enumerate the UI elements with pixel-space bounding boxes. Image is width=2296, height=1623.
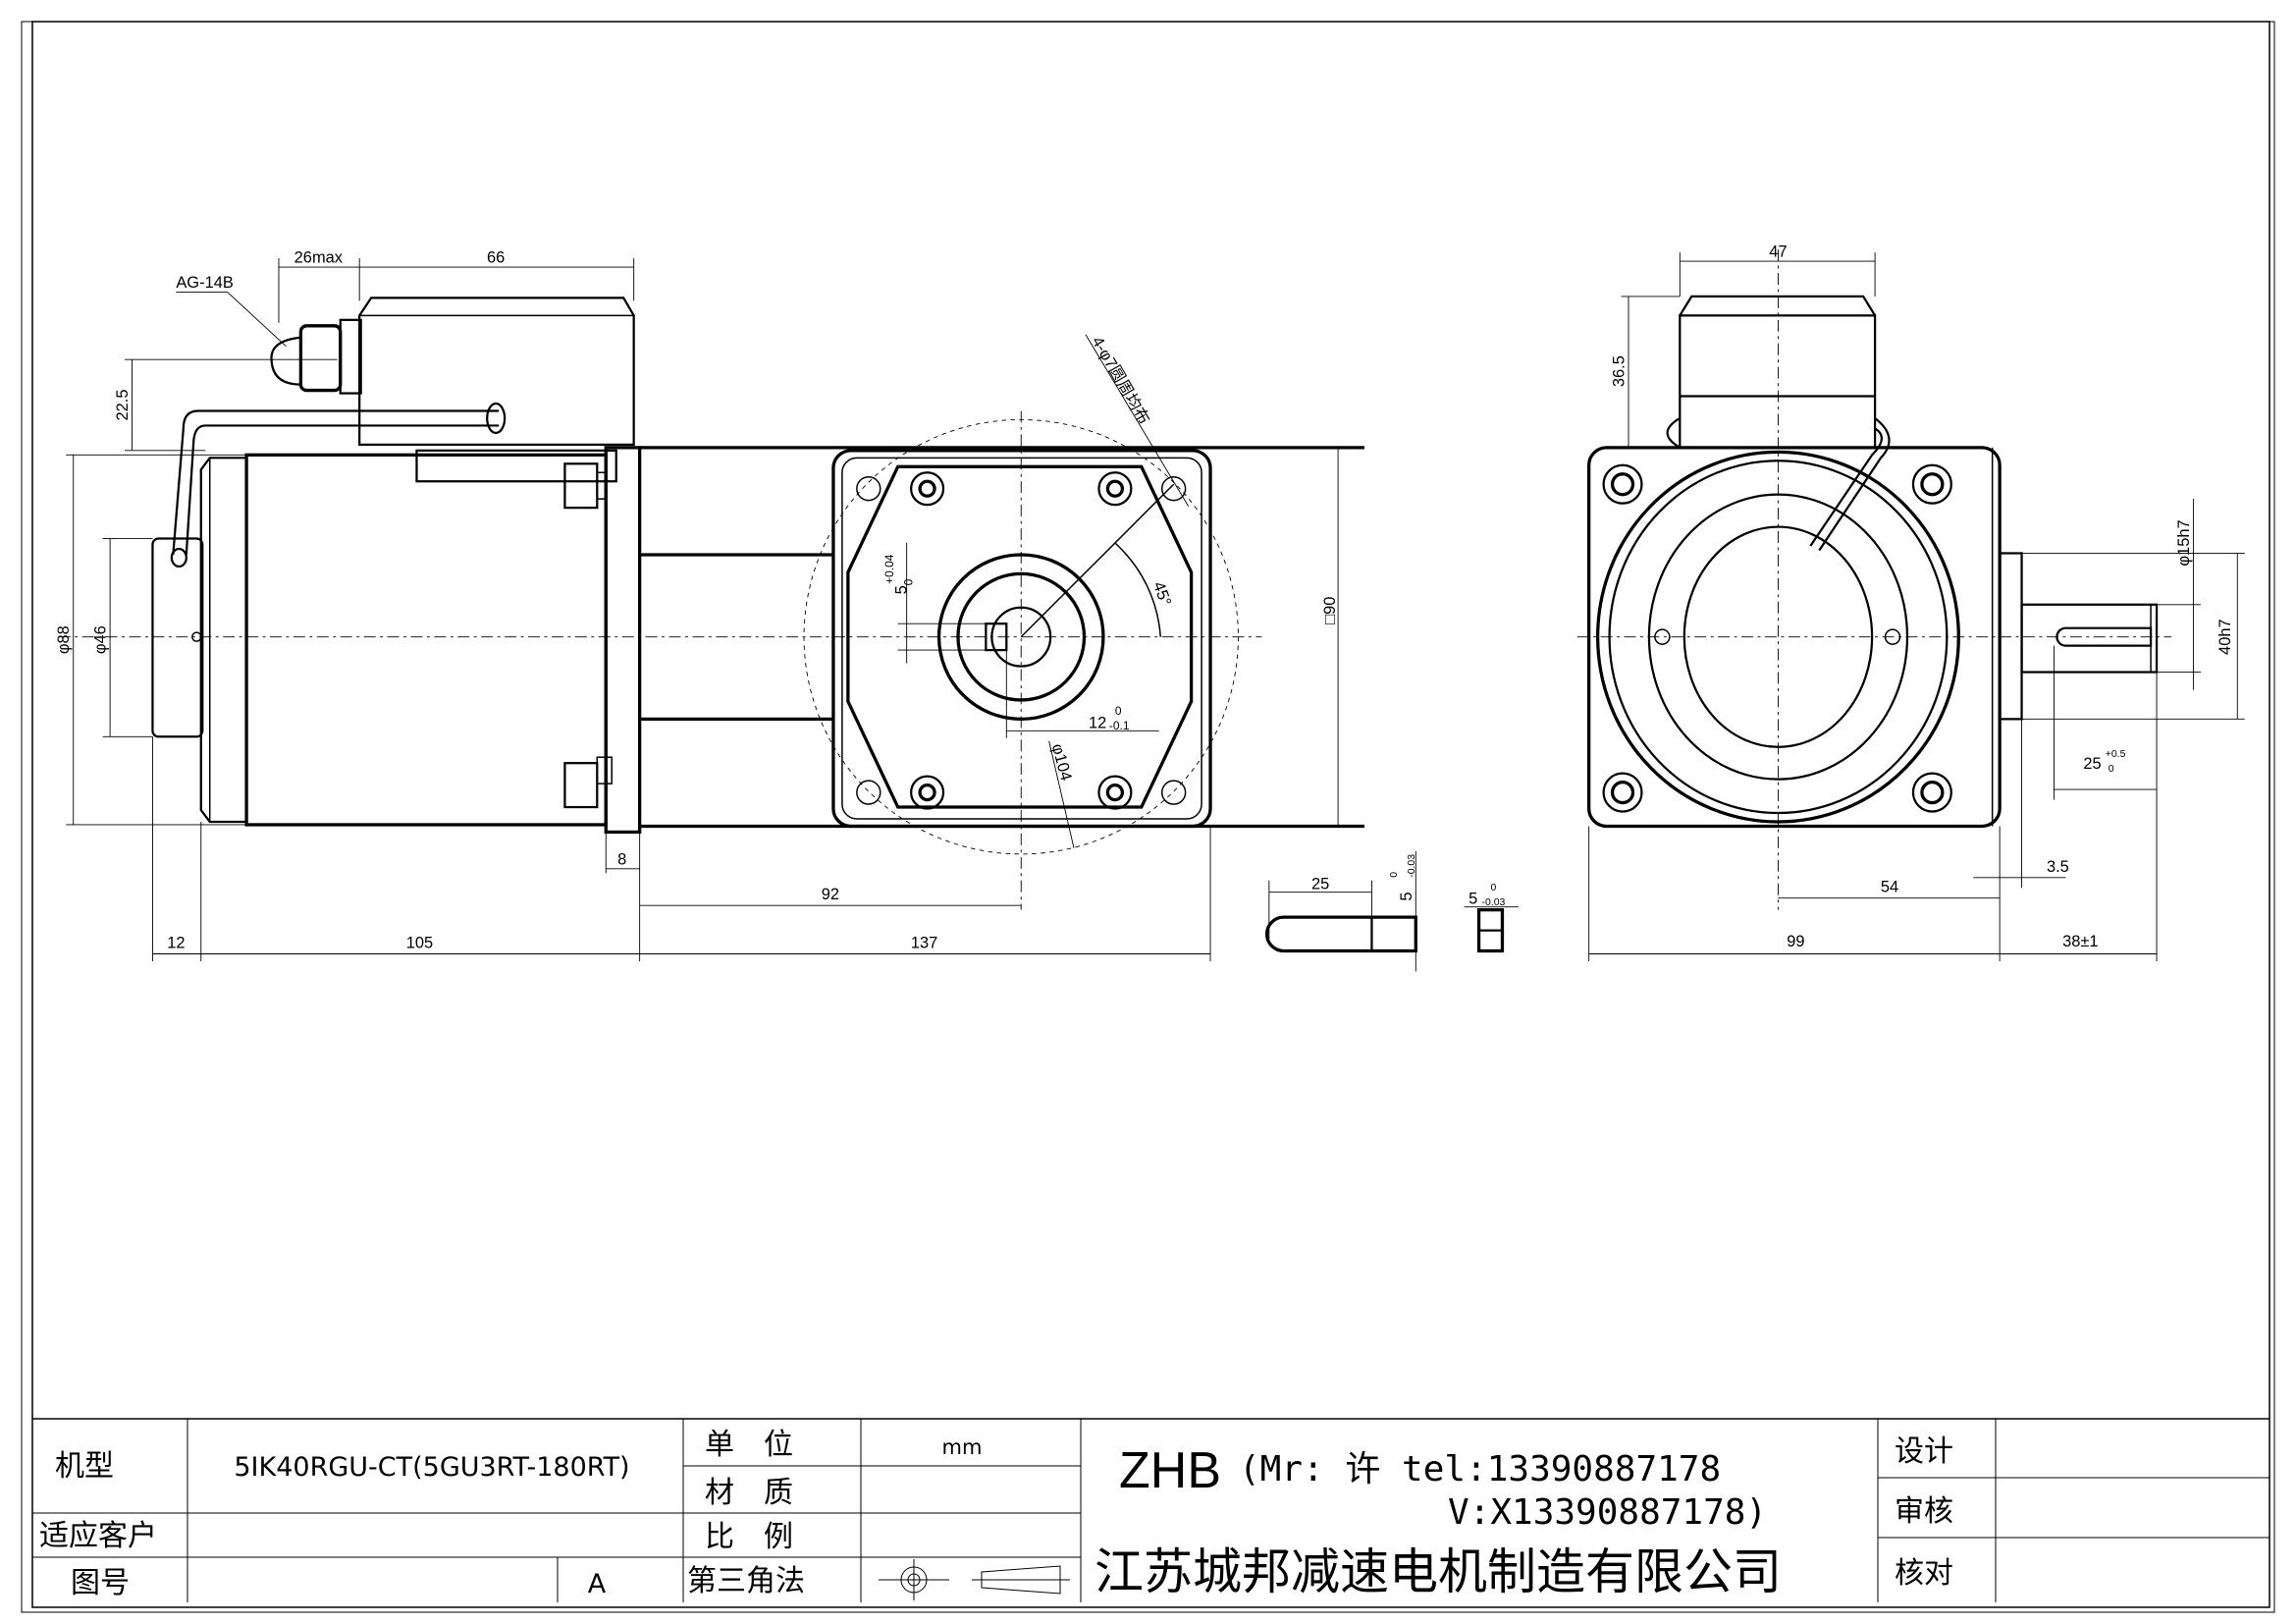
dim-pilot-length: 3.5 [2047,858,2069,876]
end-view [1576,249,2172,910]
dim-dia-88: φ88 [55,625,73,654]
unit-value: mm [942,1435,983,1459]
customer-label: 适应客户 [39,1519,157,1553]
revision: A [588,1569,607,1599]
scale-label: 比 例 [705,1520,793,1554]
dim-key-height: 5 [1398,893,1415,901]
gear-flange [604,446,642,835]
material-label: 材 质 [705,1476,793,1510]
screw [563,462,599,510]
drawing-frame [31,21,2270,1608]
tol: -0.03 [1482,897,1506,908]
end-cable [1818,417,1891,552]
gear-face [831,449,1212,829]
tol: 0 [1491,883,1497,893]
tol: 0 [902,578,916,585]
dim-dia-46: φ46 [92,625,110,654]
check-label: 核对 [1895,1556,1953,1591]
end-view-dimensions: 47 36.5 φ15h7 40h7 25 +0.5 0 3.5 54 [1588,243,2245,961]
dim-gear-length: 137 [911,935,937,952]
tol: +0.04 [882,554,896,584]
motor-body [244,453,608,827]
side-view-dimensions: 26max 66 AG-14B 22.5 φ88 φ46 8 92 [55,249,1348,961]
projection-label: 第三角法 [687,1564,805,1598]
output-boss [936,553,1105,721]
dim-pcd: φ104 [1048,742,1075,783]
flange-ring [1595,450,1960,824]
gear-face-outline [846,464,1194,809]
rear-cover [151,537,204,738]
cable-gland [298,324,343,393]
dim-center-to-face: 54 [1881,879,1898,896]
holes-note: 4-φ7圆周均布 [1089,334,1153,428]
dim-flange: 8 [617,850,626,868]
dim-motor-length: 105 [406,935,433,952]
dim-angle: 45° [1149,579,1174,609]
drawing-number-label: 图号 [71,1566,130,1600]
company-name: 江苏城邦减速电机制造有限公司 [1095,1543,1782,1600]
tol: 0 [2109,764,2114,775]
terminal-box [358,297,635,446]
dim-to-center: 92 [822,886,839,903]
rear-cap [199,457,248,824]
design-label: 设计 [1895,1434,1953,1469]
screw [563,762,599,809]
tol: -0.1 [1109,719,1130,732]
dim-box-offset: 22.5 [114,390,132,421]
third-angle-projection-icon [879,1559,1070,1600]
dim-box-height: 36.5 [1611,355,1629,387]
dim-pilot: 40h7 [2216,619,2234,655]
contact-wechat: V:X13390887178) [1448,1492,1767,1533]
unit-label: 单 位 [705,1428,793,1462]
tol: 0 [1389,872,1400,878]
dim-key-length-end: 25 [2083,755,2101,773]
corner-bolts [1602,463,1952,813]
screw-icon [1654,628,1671,645]
output-shaft [990,606,1052,668]
tol: 0 [1115,704,1122,718]
cable [172,409,500,556]
dim-square: □90 [1321,597,1339,624]
brand-logo: ZHB [1119,1442,1221,1499]
tol: -0.03 [1407,854,1417,878]
connector-label: AG-14B [176,274,234,292]
dim-shaft-length: 38±1 [2062,933,2098,950]
title-block: 机型 5IK40RGU-CT(5GU3RT-180RT) 适应客户 图号 A 单… [32,1418,2269,1602]
tol: +0.5 [2106,749,2126,760]
dim-box-width: 47 [1769,243,1787,261]
dim-key-width: 5 [1468,891,1477,908]
mounting-bosses [856,471,1187,810]
key-detail: 25 5 0 -0.03 5 0 -0.03 [1264,850,1519,972]
model-label: 机型 [55,1449,114,1484]
dim-shaft-dia: φ15h7 [2175,519,2193,566]
screw-icon [1884,628,1901,645]
contact-phone: (Mr: 许 tel:13390887178 [1239,1449,1721,1489]
key-side [1264,915,1417,953]
dim-box-length: 66 [487,249,505,267]
dim-connector-max: 26max [294,249,344,267]
dim-rear: 12 [167,935,185,952]
pilot [1999,552,2023,721]
dim-keyway-depth: 12 [1089,714,1106,731]
end-terminal-box [1679,314,1877,449]
dim-keyway-width: 5 [893,585,911,594]
dim-key-length: 25 [1311,876,1329,893]
dim-width: 99 [1787,933,1804,950]
model-value: 5IK40RGU-CT(5GU3RT-180RT) [234,1452,629,1483]
end-shaft [2020,603,2159,674]
shaft-key [2056,626,2153,647]
review-label: 审核 [1895,1494,1953,1529]
